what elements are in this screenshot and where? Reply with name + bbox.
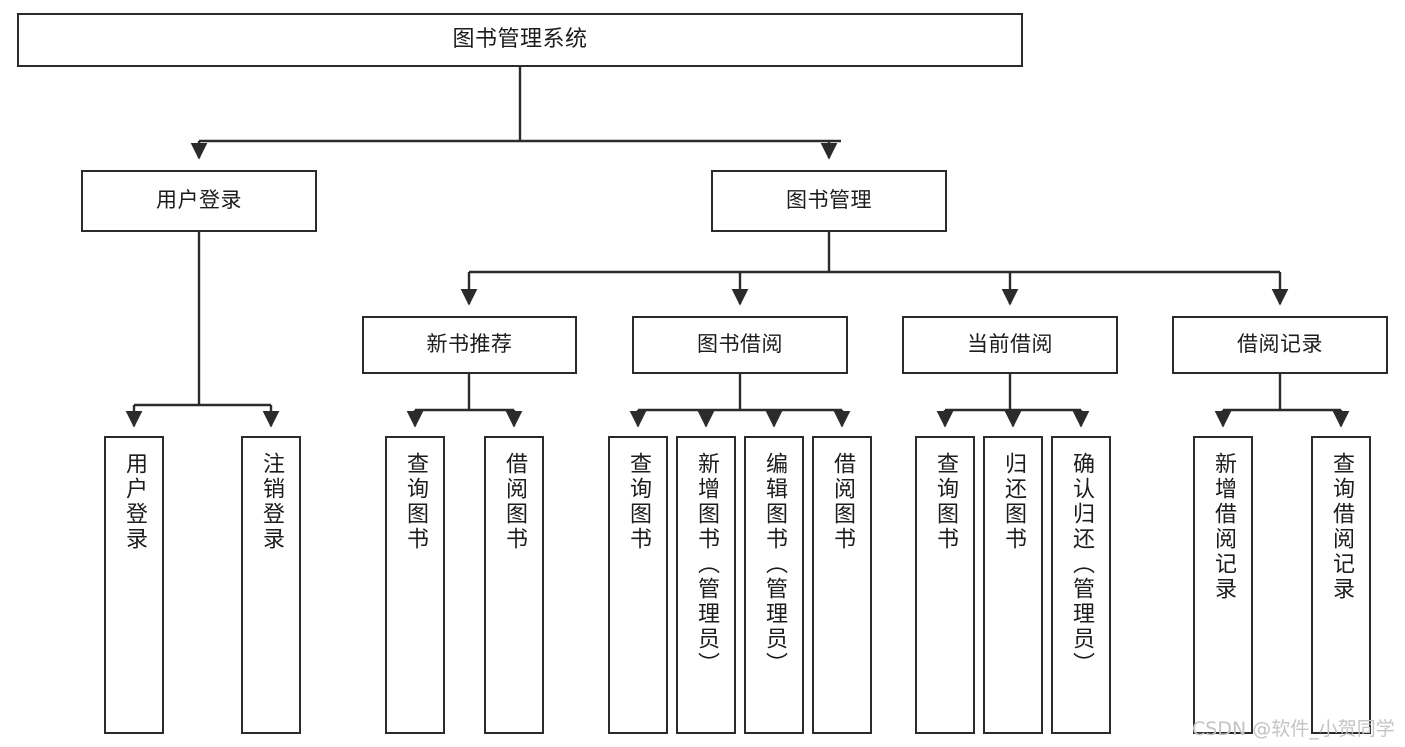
leaf-query-book-borrow[interactable]: 查询图书 <box>608 436 668 734</box>
leaf-query-book-rec-label: 查询图书 <box>403 452 428 552</box>
node-borrow-record[interactable]: 借阅记录 <box>1172 316 1388 374</box>
leaf-query-book-borrow-label: 查询图书 <box>626 452 651 552</box>
node-current-borrow-label: 当前借阅 <box>967 332 1053 357</box>
node-user-login[interactable]: 用户登录 <box>81 170 317 232</box>
node-root-label: 图书管理系统 <box>452 26 588 52</box>
leaf-borrow-book-rec-label: 借阅图书 <box>502 452 527 552</box>
leaf-query-borrow-record-label: 查询借阅记录 <box>1329 452 1354 602</box>
node-current-borrow[interactable]: 当前借阅 <box>902 316 1118 374</box>
leaf-borrow-book-label: 借阅图书 <box>830 452 855 552</box>
leaf-add-borrow-record-label: 新增借阅记录 <box>1211 452 1236 602</box>
leaf-confirm-return-admin[interactable]: 确认归还（管理员） <box>1051 436 1111 734</box>
leaf-edit-book-admin-label: 编辑图书（管理员） <box>762 452 787 677</box>
leaf-add-book-admin[interactable]: 新增图书（管理员） <box>676 436 736 734</box>
leaf-user-login[interactable]: 用户登录 <box>104 436 164 734</box>
leaf-user-logout[interactable]: 注销登录 <box>241 436 301 734</box>
leaf-confirm-return-admin-label: 确认归还（管理员） <box>1069 452 1094 677</box>
leaf-return-book-label: 归还图书 <box>1001 452 1026 552</box>
leaf-borrow-book-rec[interactable]: 借阅图书 <box>484 436 544 734</box>
leaf-borrow-book[interactable]: 借阅图书 <box>812 436 872 734</box>
leaf-query-book-current-label: 查询图书 <box>933 452 958 552</box>
node-book-management-label: 图书管理 <box>786 188 872 213</box>
node-new-book-recommend[interactable]: 新书推荐 <box>362 316 577 374</box>
node-book-borrow[interactable]: 图书借阅 <box>632 316 848 374</box>
node-new-book-recommend-label: 新书推荐 <box>426 332 513 357</box>
leaf-return-book[interactable]: 归还图书 <box>983 436 1043 734</box>
leaf-query-borrow-record[interactable]: 查询借阅记录 <box>1311 436 1371 734</box>
node-borrow-record-label: 借阅记录 <box>1237 332 1323 357</box>
leaf-user-login-label: 用户登录 <box>122 452 147 552</box>
node-book-management[interactable]: 图书管理 <box>711 170 947 232</box>
leaf-edit-book-admin[interactable]: 编辑图书（管理员） <box>744 436 804 734</box>
leaf-query-book-current[interactable]: 查询图书 <box>915 436 975 734</box>
node-user-login-label: 用户登录 <box>156 188 242 213</box>
leaf-add-borrow-record[interactable]: 新增借阅记录 <box>1193 436 1253 734</box>
leaf-user-logout-label: 注销登录 <box>259 452 284 552</box>
node-root[interactable]: 图书管理系统 <box>17 13 1023 67</box>
node-book-borrow-label: 图书借阅 <box>697 332 783 357</box>
leaf-query-book-rec[interactable]: 查询图书 <box>385 436 445 734</box>
leaf-add-book-admin-label: 新增图书（管理员） <box>694 452 719 677</box>
watermark-csdn: CSDN @软件_小贺同学 <box>1192 718 1395 740</box>
